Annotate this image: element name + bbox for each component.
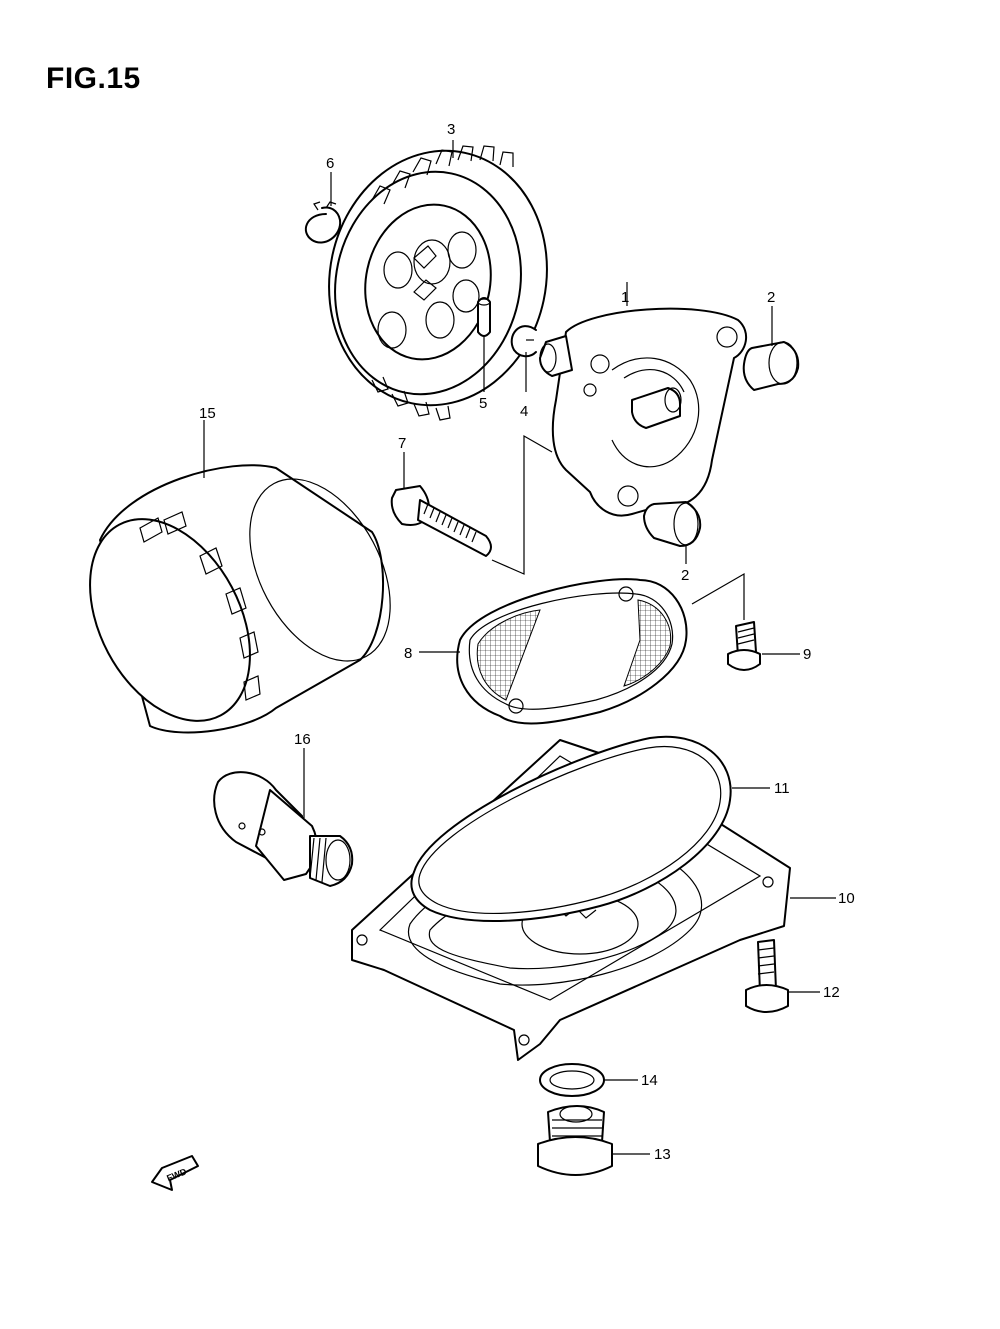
callout-15: 15 xyxy=(199,405,216,422)
figure-title: FIG.15 xyxy=(46,62,141,95)
drain-plug xyxy=(537,1105,613,1176)
callout-9: 9 xyxy=(803,646,811,663)
circlip xyxy=(304,201,342,244)
bolt-long xyxy=(390,485,492,557)
callout-7: 7 xyxy=(398,435,406,452)
pin xyxy=(477,297,491,337)
callout-numbers: 3 6 1 2 5 4 15 7 2 8 9 16 11 10 12 14 13 xyxy=(199,121,855,1163)
e-ring xyxy=(510,325,537,358)
callout-5: 5 xyxy=(479,395,487,412)
callout-11: 11 xyxy=(774,780,790,797)
bolt-short xyxy=(727,621,761,671)
oil-filter xyxy=(89,464,391,734)
callout-14: 14 xyxy=(641,1072,658,1089)
dowel-pin-lower xyxy=(643,501,702,547)
oil-pump-body xyxy=(539,307,748,517)
callout-16: 16 xyxy=(294,731,311,748)
gasket-washer xyxy=(539,1063,605,1097)
callout-13: 13 xyxy=(654,1146,671,1163)
oil-strainer xyxy=(456,578,688,725)
driven-gear xyxy=(328,145,548,421)
callout-2-upper: 2 xyxy=(767,289,775,306)
callout-1: 1 xyxy=(621,289,629,306)
leader-lines xyxy=(203,140,836,1155)
o-ring-gasket xyxy=(410,735,732,923)
oil-pressure-switch xyxy=(213,771,354,887)
flange-bolt xyxy=(745,939,789,1013)
callout-4: 4 xyxy=(520,403,528,420)
callout-10: 10 xyxy=(838,890,855,907)
callout-8: 8 xyxy=(404,645,412,662)
callout-6: 6 xyxy=(326,155,334,172)
callout-3: 3 xyxy=(447,121,455,138)
callout-12: 12 xyxy=(823,984,840,1001)
callout-2-lower: 2 xyxy=(681,567,689,584)
forward-direction-marker: FWD xyxy=(151,1155,199,1191)
dowel-pin-upper xyxy=(742,341,800,391)
